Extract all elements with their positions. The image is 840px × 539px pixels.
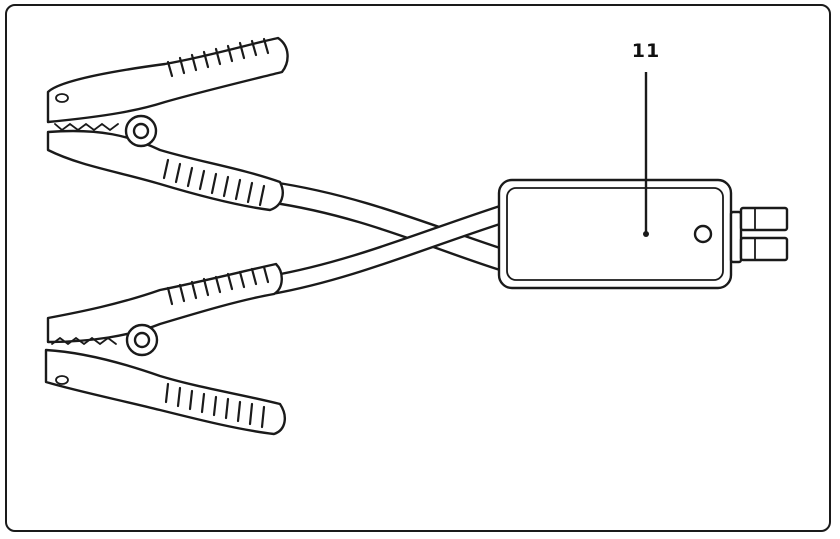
lower-clamp: [44, 262, 286, 436]
callout-label: 11: [631, 40, 661, 62]
upper-clamp: [46, 36, 289, 212]
cables: [266, 180, 502, 296]
connector-plug: [729, 206, 789, 264]
control-box: [497, 178, 733, 290]
callout-anchor-dot: [643, 231, 649, 237]
indicator-led: [693, 224, 713, 244]
